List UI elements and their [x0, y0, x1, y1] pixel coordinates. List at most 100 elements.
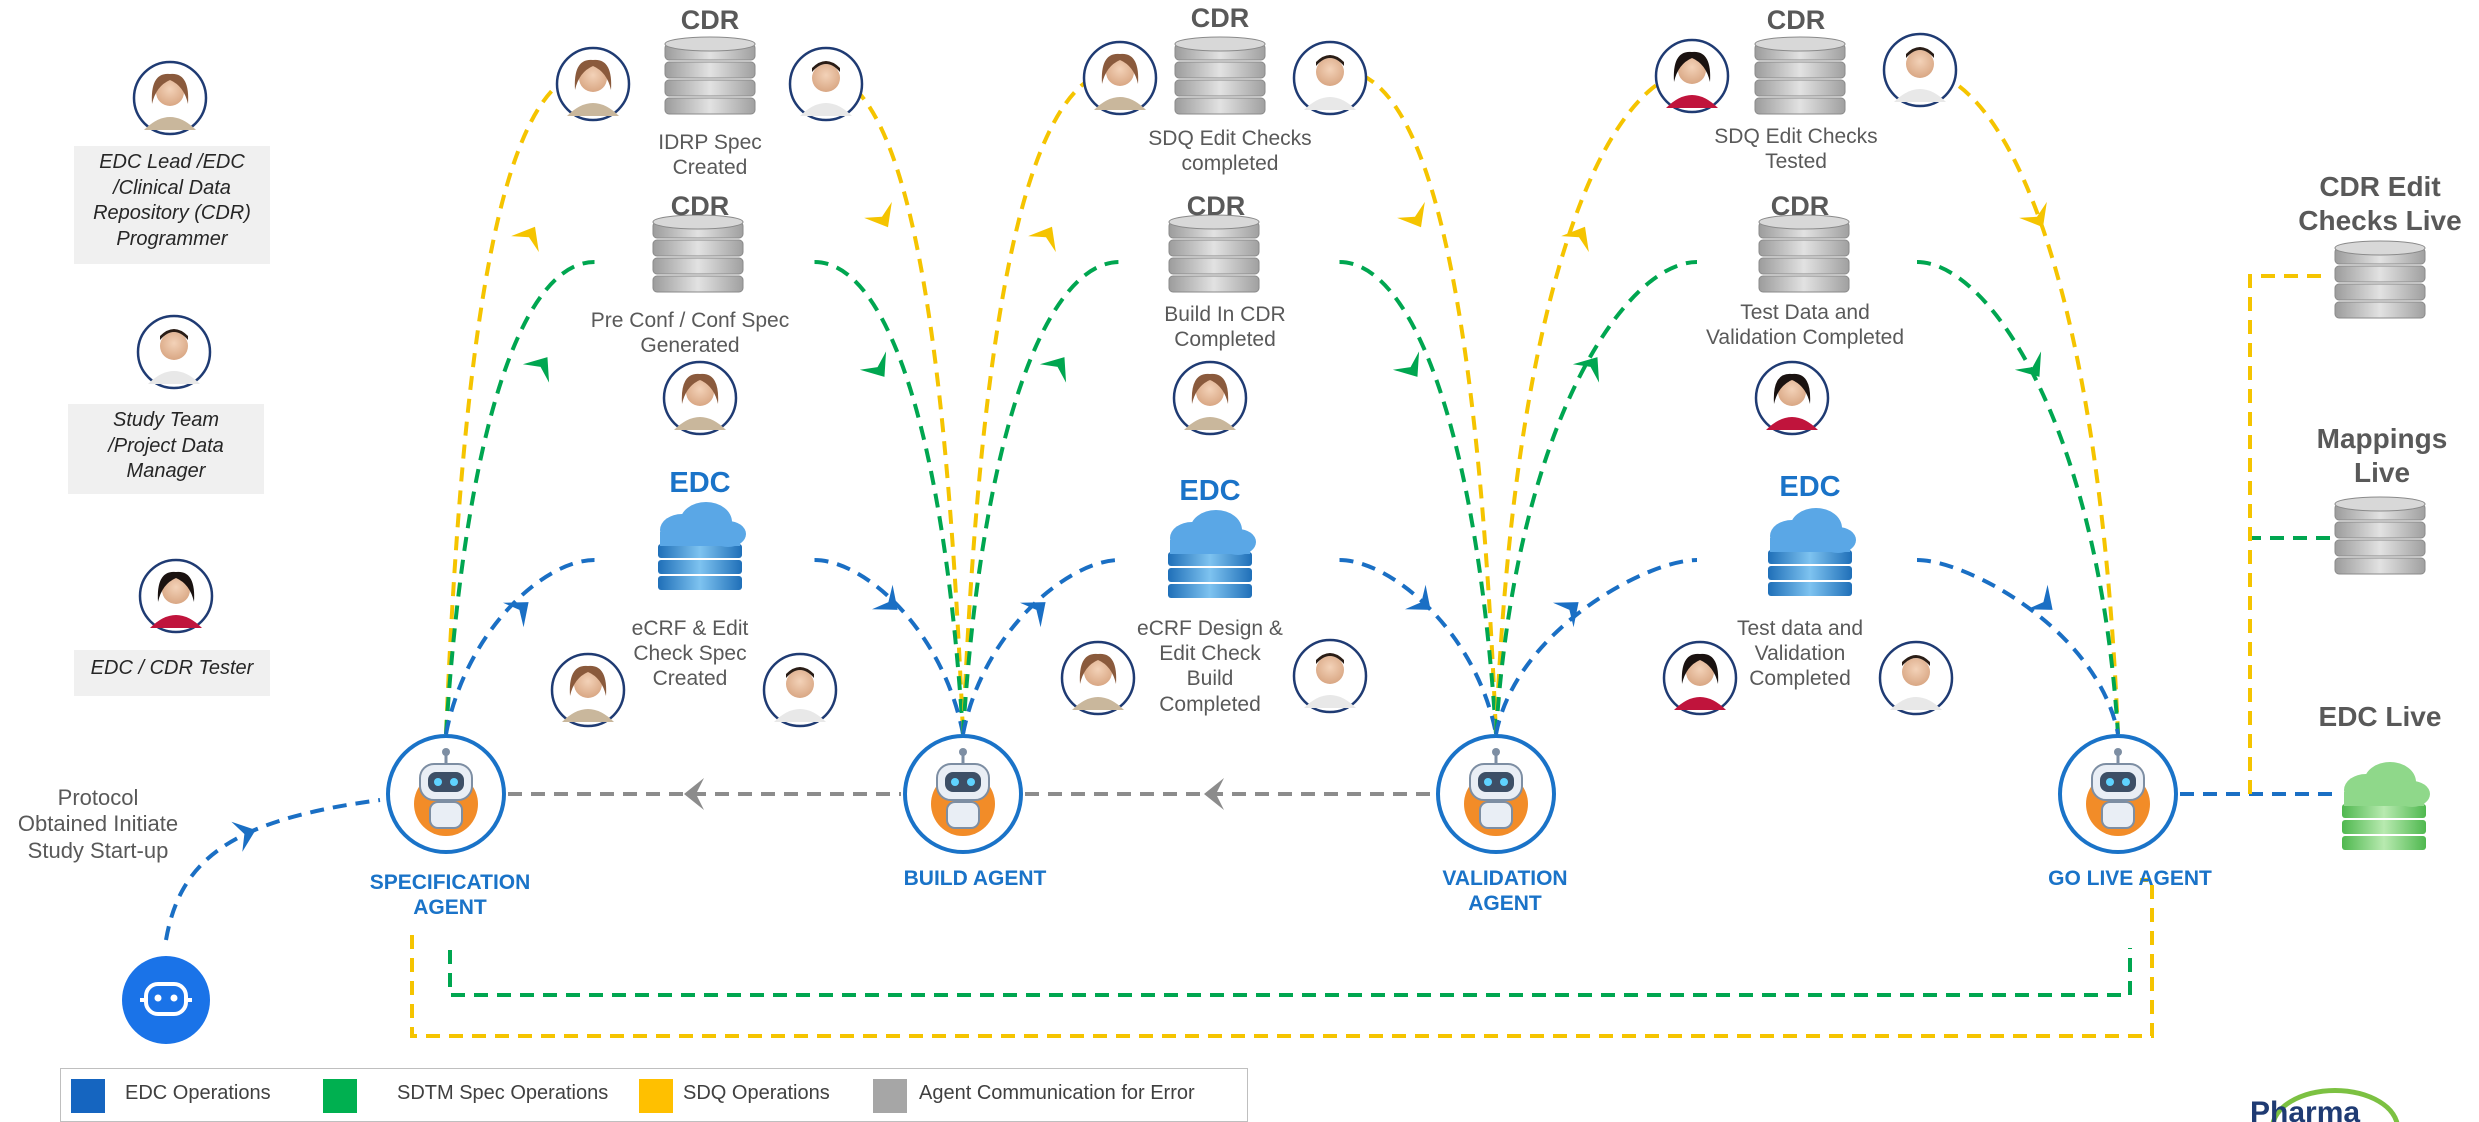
chevron-arrow-icon: [502, 602, 529, 628]
legend-swatch-error: [873, 1079, 907, 1113]
chatbot-icon: [122, 956, 210, 1044]
robot-agent-icon: [1436, 734, 1556, 854]
stage3-sdq-line: Tested: [1765, 150, 1827, 174]
chevron-arrow-icon: [522, 357, 550, 383]
agent-label-specification: SPECIFICATION AGENT: [340, 870, 560, 920]
stage3-sdtm-line: Validation Completed: [1705, 326, 1905, 350]
person-avatar-icon: [1878, 640, 1954, 716]
legend-swatch-sdq: [639, 1079, 673, 1113]
stage3-edc-line: Validation: [1754, 642, 1846, 666]
chevron-arrow-icon: [511, 226, 539, 253]
sdtm-connector: [1494, 260, 2120, 735]
robot-agent-icon: [903, 734, 1023, 854]
person-avatar-icon: [1172, 360, 1248, 436]
chevron-arrow-icon: [1561, 226, 1589, 253]
database-icon: [1168, 214, 1260, 293]
sdtm-connector: [961, 260, 1498, 735]
stage3-sdq-cdr-heading: CDR: [1766, 5, 1826, 35]
stage1-edc-label: eCRF & Edit Check Spec Created: [590, 616, 790, 692]
chevron-arrow-icon: [684, 778, 704, 810]
person-avatar-icon: [1662, 640, 1738, 716]
chevron-arrow-icon: [1204, 778, 1224, 810]
stage2-edc-label: eCRF Design & Edit Check Build Completed: [1100, 616, 1320, 717]
sdtm-connector: [444, 260, 965, 735]
live-label-line: Mappings: [2316, 423, 2448, 454]
agent-label-go-live: GO LIVE AGENT: [2020, 866, 2240, 891]
cloud-database-icon: [1168, 510, 1256, 598]
role-edc-lead-line: /Clinical Data: [113, 176, 231, 199]
chevron-arrow-icon: [2019, 201, 2047, 228]
database-icon: [1758, 214, 1850, 293]
role-study-team-line: Manager: [126, 460, 206, 483]
stage1-sdq-label: IDRP Spec Created: [600, 130, 820, 180]
live-label-mappings: Mappings Live: [2282, 422, 2479, 489]
person-avatar-icon: [1292, 638, 1368, 714]
stage2-sdtm-label: Build In CDR Completed: [1110, 302, 1340, 352]
role-edc-lead-line: Programmer: [116, 227, 228, 250]
agent-label-build: BUILD AGENT: [870, 866, 1080, 891]
stage2-sdq-line: SDQ Edit Checks: [1148, 127, 1312, 150]
chevron-arrow-icon: [1552, 602, 1579, 628]
stage2-edc-line: Completed: [1159, 692, 1261, 716]
role-tester-line: EDC / CDR Tester: [90, 657, 254, 679]
person-avatar-icon: [555, 46, 631, 122]
stage2-edc-line: Build: [1186, 667, 1234, 691]
person-avatar-icon: [1060, 640, 1136, 716]
stage2-edc-line: Edit Check: [1159, 642, 1261, 666]
stage2-edc-heading: EDC: [1179, 475, 1241, 507]
chevron-arrow-icon: [1397, 201, 1425, 228]
stage3-edc-label: Test data and Validation Completed: [1690, 616, 1910, 692]
person-avatar-icon: [1292, 40, 1368, 116]
stage1-sdq-line: Created: [672, 156, 748, 180]
cdr-live-connector: [2248, 274, 2330, 794]
role-edc-lead-box: EDC Lead /EDC /Clinical Data Repository …: [74, 146, 270, 264]
cloud-database-icon: [2342, 762, 2430, 850]
person-avatar-icon: [1654, 38, 1730, 114]
cloud-database-icon: [658, 502, 746, 590]
live-label-edc: EDC Live: [2280, 700, 2479, 734]
edc-connector: [444, 558, 965, 735]
start-label-line: Obtained Initiate: [17, 811, 179, 837]
stage2-sdq-cdr-heading: CDR: [1190, 3, 1250, 33]
sdq-loop-connector: [410, 878, 2154, 1038]
chevron-arrow-icon: [1572, 357, 1600, 383]
person-avatar-icon: [550, 652, 626, 728]
stage2-sdtm-cdr-heading: CDR: [1186, 191, 1246, 221]
chevron-arrow-icon: [1028, 226, 1056, 253]
database-icon: [652, 214, 744, 293]
stage1-edc-line: Check Spec: [633, 642, 747, 666]
live-label-cdr-edit-checks: CDR Edit Checks Live: [2280, 170, 2479, 237]
agent-label-line: AGENT: [1468, 892, 1542, 916]
database-icon: [2334, 240, 2426, 319]
person-avatar-icon: [762, 652, 838, 728]
database-icon: [1174, 36, 1266, 115]
legend: EDC Operations SDTM Spec Operations SDQ …: [60, 1068, 1248, 1122]
legend-label-sdq: SDQ Operations: [683, 1082, 830, 1104]
chevron-arrow-icon: [2014, 351, 2042, 377]
agent-label-line: AGENT: [413, 896, 487, 920]
legend-label-error: Agent Communication for Error: [919, 1082, 1195, 1104]
chevron-arrow-icon: [864, 201, 892, 228]
pharma-logo-text: Pharma: [2250, 1096, 2361, 1122]
chevron-arrow-icon: [1404, 584, 1431, 610]
chevron-arrow-icon: [859, 351, 887, 377]
role-study-team-box: Study Team /Project Data Manager: [68, 404, 264, 494]
stage2-sdtm-line: Completed: [1174, 328, 1276, 352]
chevron-arrow-icon: [871, 584, 898, 610]
start-label-line: Study Start-up: [27, 837, 169, 863]
live-label-line: CDR Edit: [2319, 171, 2441, 202]
stage3-sdq-line: SDQ Edit Checks: [1714, 125, 1878, 148]
agent-label-line: BUILD AGENT: [903, 867, 1047, 890]
chevron-arrow-icon: [1392, 351, 1420, 377]
chevron-arrow-icon: [1039, 357, 1067, 383]
legend-label-sdtm: SDTM Spec Operations: [397, 1082, 609, 1104]
stage1-sdq-cdr-heading: CDR: [680, 5, 740, 35]
person-avatar-icon: [1754, 360, 1830, 436]
stage2-sdq-line: completed: [1181, 152, 1279, 176]
stage1-sdtm-label: Pre Conf / Conf Spec Generated: [560, 308, 820, 358]
person-avatar-icon: [132, 60, 208, 136]
stage3-sdtm-label: Test Data and Validation Completed: [1680, 300, 1930, 350]
stage2-sdtm-line: Build In CDR: [1164, 303, 1286, 326]
agent-label-line: GO LIVE AGENT: [2048, 867, 2212, 890]
